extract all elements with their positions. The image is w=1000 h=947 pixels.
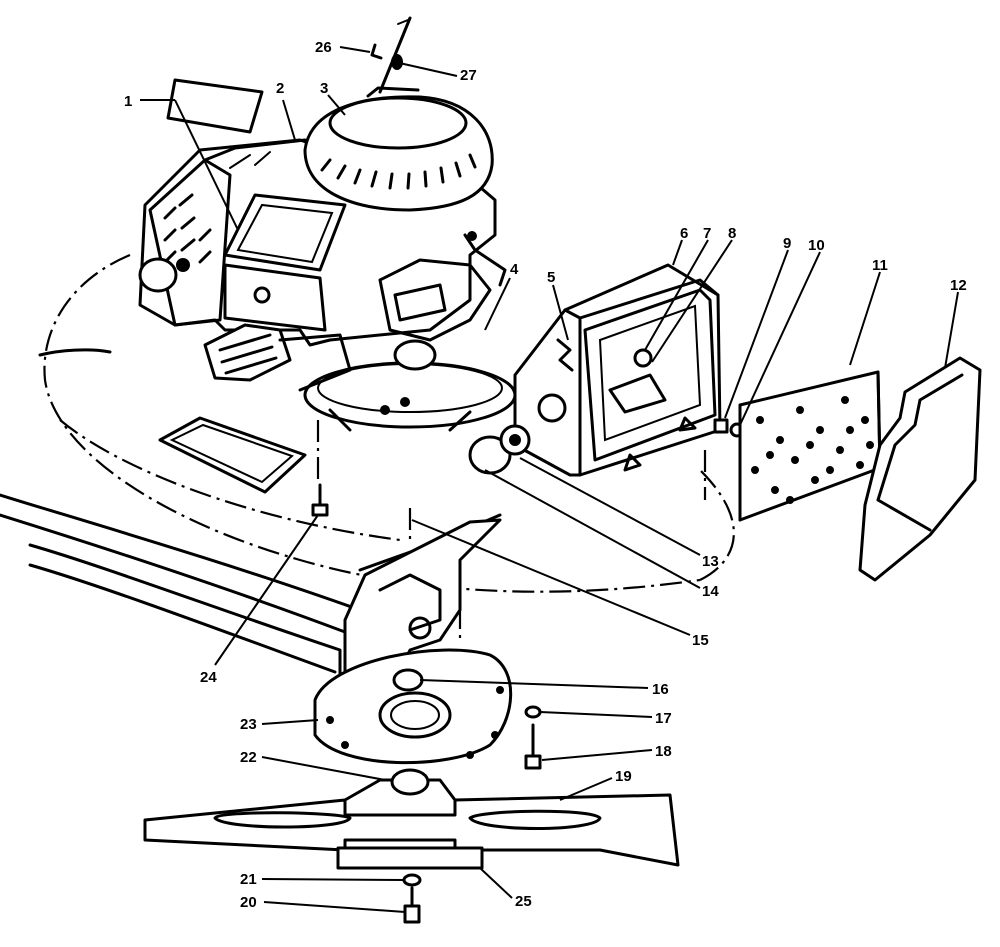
callout-27: 27: [460, 67, 477, 84]
blower-housing: [303, 86, 494, 212]
callout-26: 26: [315, 39, 332, 56]
callout-20: 20: [240, 894, 257, 911]
callout-labels: 1 2 3 4 5 6 7 8 9 10 11 12 13 14 15 16 1…: [124, 39, 967, 911]
callout-15: 15: [692, 632, 709, 649]
decal: [166, 78, 264, 134]
shroud-vent-slots: [163, 193, 212, 264]
mower-deck: [0, 253, 735, 702]
callout-18: 18: [655, 743, 672, 760]
callout-19: 19: [615, 768, 632, 785]
air-cleaner-body: [513, 263, 722, 477]
blower-grill-slots: [320, 153, 477, 190]
callout-12: 12: [950, 277, 967, 294]
callout-2: 2: [276, 80, 284, 97]
callout-16: 16: [652, 681, 669, 698]
callout-10: 10: [808, 237, 825, 254]
callout-8: 8: [728, 225, 736, 242]
muffler: [203, 323, 352, 392]
mounting-screw: [311, 483, 329, 517]
air-cleaner-cover: [858, 356, 982, 582]
callout-24: 24: [200, 669, 217, 686]
callout-4: 4: [510, 261, 519, 278]
callout-9: 9: [783, 235, 791, 252]
throttle-cable: [370, 16, 412, 94]
callout-6: 6: [680, 225, 688, 242]
callout-11: 11: [872, 257, 888, 274]
lock-washer: [524, 705, 542, 719]
stiffener-plate: [336, 846, 484, 870]
breather-fitting: [468, 424, 531, 475]
bearing-plate: [313, 648, 513, 765]
callout-17: 17: [655, 710, 672, 727]
leader-lines: [140, 46, 959, 913]
callout-3: 3: [320, 80, 328, 97]
callout-5: 5: [547, 269, 555, 286]
callout-22: 22: [240, 749, 257, 766]
callout-23: 23: [240, 716, 257, 733]
nut: [713, 418, 729, 434]
callout-7: 7: [703, 225, 711, 242]
callout-13: 13: [702, 553, 719, 570]
callout-21: 21: [240, 871, 257, 888]
callout-25: 25: [515, 893, 532, 910]
spacer: [392, 668, 424, 692]
air-filter-element: [738, 370, 882, 522]
blade-washer: [402, 873, 422, 887]
hex-bolt: [524, 723, 542, 770]
callout-1: 1: [124, 93, 132, 110]
callout-14: 14: [702, 583, 719, 600]
blade-bolt: [403, 886, 421, 924]
